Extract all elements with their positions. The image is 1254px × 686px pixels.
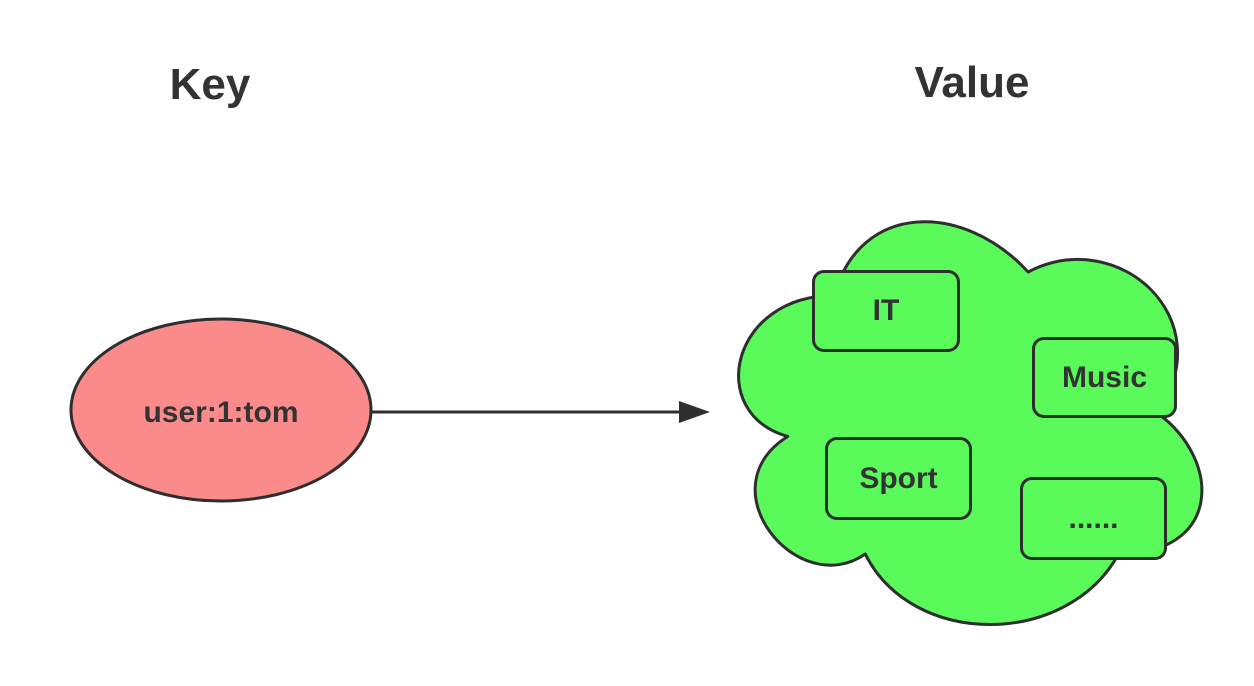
member-box-label: IT <box>872 294 900 327</box>
member-box-it: IT <box>812 270 960 352</box>
key-column-header: Key <box>169 60 251 109</box>
member-box-ellipsis: ...... <box>1020 477 1167 560</box>
member-box-music: Music <box>1032 337 1177 418</box>
arrow-head-icon <box>679 401 710 423</box>
key-ellipse <box>69 317 373 503</box>
member-box-label: Music <box>1061 360 1148 394</box>
value-column-header: Value <box>914 58 1030 107</box>
member-box-label: ...... <box>1068 501 1119 535</box>
key-node-label: user:1:tom <box>143 396 299 429</box>
value-cloud <box>737 220 1204 626</box>
member-box-label: Sport <box>859 461 938 495</box>
member-box-sport: Sport <box>825 437 972 520</box>
